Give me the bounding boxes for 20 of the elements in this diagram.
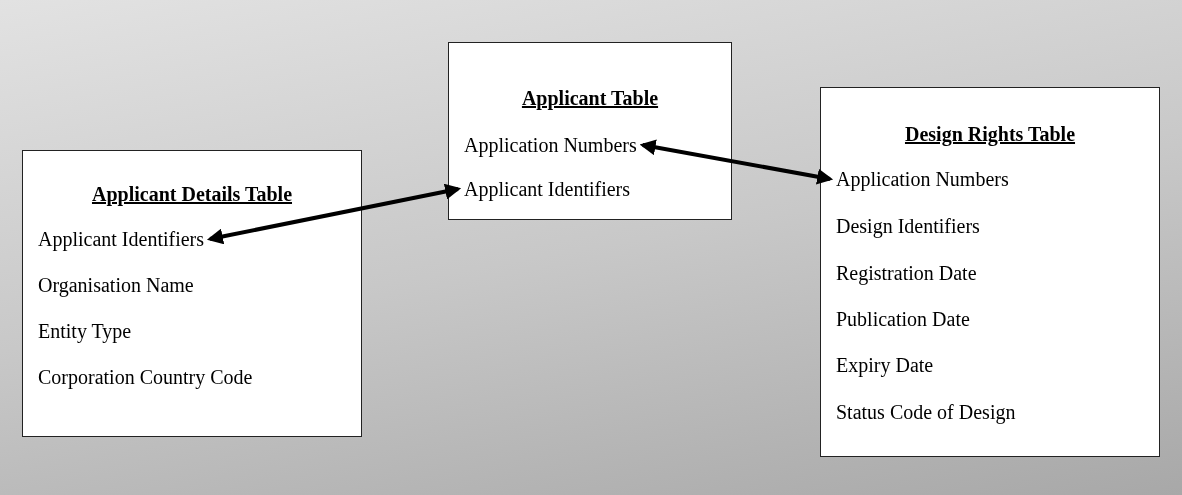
table-heading: Design Rights Table	[904, 123, 1076, 145]
field-name: Applicant Identifiers	[38, 227, 205, 251]
table-heading: Applicant Details Table	[91, 183, 292, 205]
field-name: Publication Date	[836, 307, 970, 331]
field-name: Application Numbers	[836, 167, 1009, 191]
table-box	[448, 42, 732, 220]
field-name: Design Identifiers	[836, 214, 980, 238]
table-box	[820, 87, 1160, 457]
field-name: Applicant Identifiers	[464, 177, 631, 201]
field-name: Organisation Name	[38, 273, 194, 297]
field-name: Corporation Country Code	[38, 365, 253, 389]
field-name: Application Numbers	[464, 133, 637, 157]
table-heading: Applicant Table	[521, 87, 659, 109]
field-name: Entity Type	[38, 319, 132, 343]
field-name: Status Code of Design	[836, 400, 1016, 424]
field-name: Expiry Date	[836, 353, 934, 377]
field-name: Registration Date	[836, 261, 977, 285]
table-box	[22, 150, 362, 437]
double-arrow	[639, 139, 834, 185]
double-arrow	[206, 183, 462, 245]
